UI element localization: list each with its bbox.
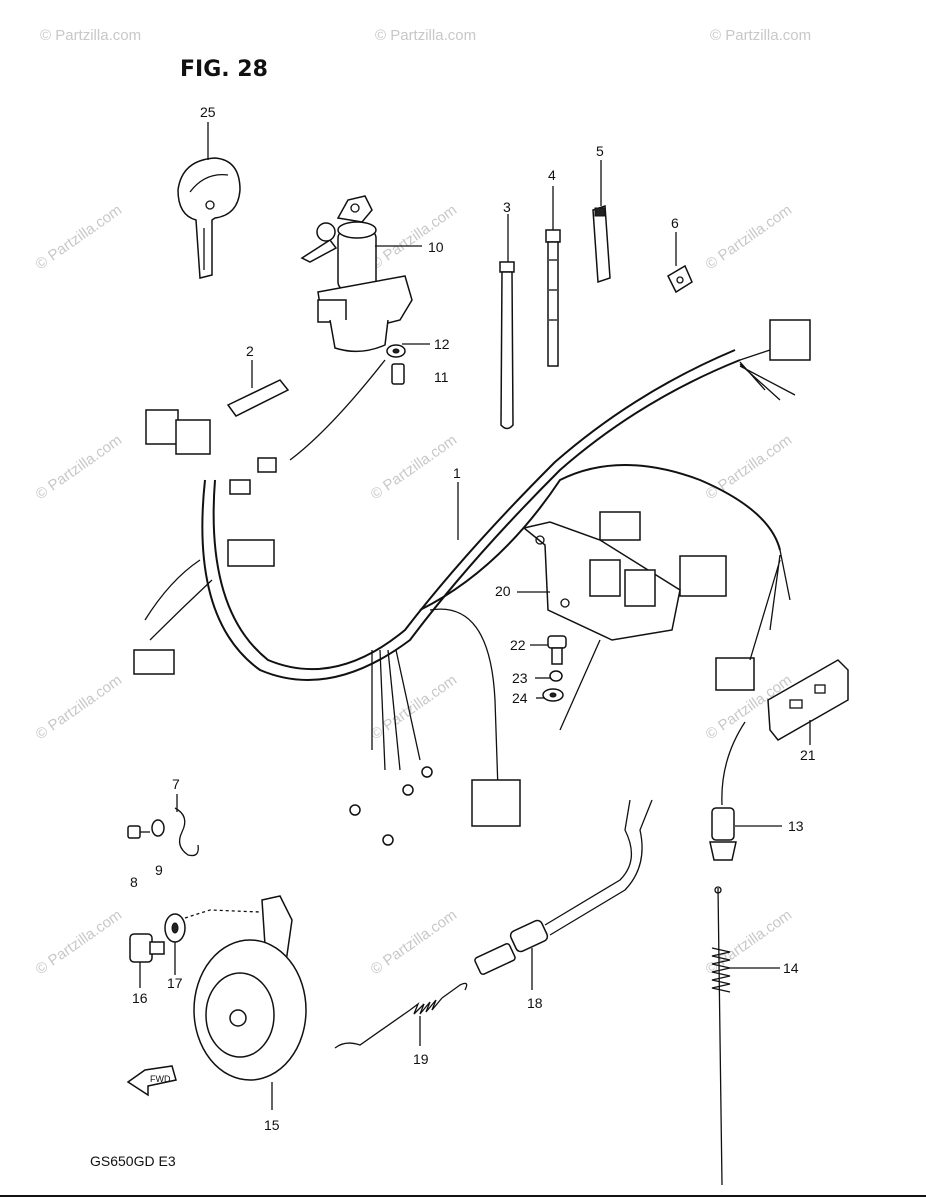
- watermark-text: © Partzilla.com: [368, 431, 461, 503]
- callout-6: 6: [671, 215, 679, 231]
- part-24-washer[interactable]: [542, 688, 564, 702]
- callout-20: 20: [495, 583, 511, 599]
- part-15-horn[interactable]: [193, 895, 307, 1081]
- callout-23: 23: [512, 670, 528, 686]
- callout-25: 25: [200, 104, 216, 120]
- leader-line: [559, 639, 601, 731]
- part-5-band[interactable]: [592, 204, 611, 284]
- callout-12: 12: [434, 336, 450, 352]
- callout-17: 17: [167, 975, 183, 991]
- callout-labels: 25 10 12 11 3 4 5 6 2 1 20 22 23 24 21 1…: [130, 104, 816, 1133]
- callout-16: 16: [132, 990, 148, 1006]
- part-18-switch[interactable]: [474, 799, 653, 975]
- callout-15: 15: [264, 1117, 280, 1133]
- watermark-text: © Partzilla.com: [375, 27, 476, 44]
- part-19-spring[interactable]: [334, 982, 468, 1049]
- callout-10: 10: [428, 239, 444, 255]
- part-2-clip[interactable]: [226, 379, 290, 417]
- part-1-wiring-harness[interactable]: [133, 319, 811, 846]
- part-12-washer[interactable]: [386, 344, 406, 358]
- callout-4: 4: [548, 167, 556, 183]
- callout-1: 1: [453, 465, 461, 481]
- watermark-text: © Partzilla.com: [40, 27, 141, 44]
- part-25-key[interactable]: [177, 157, 241, 279]
- part-14-rod-spring[interactable]: [711, 886, 731, 1186]
- callout-9: 9: [155, 862, 163, 878]
- callout-21: 21: [800, 747, 816, 763]
- callout-14: 14: [783, 960, 799, 976]
- fwd-label: FWD: [150, 1074, 171, 1084]
- part-7-clamp[interactable]: [174, 807, 199, 857]
- part-20-bracket[interactable]: [522, 521, 681, 641]
- part-17-washer[interactable]: [164, 913, 186, 943]
- callout-18: 18: [527, 995, 543, 1011]
- part-8-screw[interactable]: [127, 825, 150, 839]
- callout-22: 22: [510, 637, 526, 653]
- part-21-plate[interactable]: [767, 659, 849, 741]
- leader-line: [184, 909, 261, 919]
- part-16-bolt[interactable]: [129, 933, 165, 963]
- watermark-text: © Partzilla.com: [703, 201, 796, 273]
- watermark-text: © Partzilla.com: [368, 906, 461, 978]
- watermark-text: © Partzilla.com: [33, 201, 126, 273]
- watermark-layer: © Partzilla.com © Partzilla.com © Partzi…: [33, 27, 812, 978]
- fwd-arrow-icon: FWD: [126, 1065, 177, 1097]
- figure-title: FIG. 28: [180, 57, 268, 82]
- callout-7: 7: [172, 776, 180, 792]
- callout-19: 19: [413, 1051, 429, 1067]
- part-11-bolt[interactable]: [391, 363, 405, 385]
- callout-5: 5: [596, 143, 604, 159]
- part-4-strap[interactable]: [545, 229, 561, 367]
- callout-2: 2: [246, 343, 254, 359]
- callout-13: 13: [788, 818, 804, 834]
- leader-lines: [139, 122, 811, 1110]
- part-9-washer[interactable]: [151, 819, 165, 837]
- part-22-bolt[interactable]: [547, 635, 567, 665]
- watermark-text: © Partzilla.com: [710, 27, 811, 44]
- watermark-text: © Partzilla.com: [368, 201, 461, 273]
- watermark-text: © Partzilla.com: [33, 671, 126, 743]
- watermark-text: © Partzilla.com: [33, 906, 126, 978]
- part-10-ignition-switch[interactable]: [300, 195, 413, 353]
- watermark-text: © Partzilla.com: [703, 431, 796, 503]
- callout-8: 8: [130, 874, 138, 890]
- watermark-text: © Partzilla.com: [33, 431, 126, 503]
- part-6-clip[interactable]: [667, 264, 693, 294]
- callout-3: 3: [503, 199, 511, 215]
- part-3-cable-tie[interactable]: [499, 261, 515, 430]
- callout-11: 11: [434, 369, 449, 385]
- part-23-lock-washer[interactable]: [549, 670, 563, 682]
- callout-24: 24: [512, 690, 528, 706]
- model-code: GS650GD E3: [90, 1153, 176, 1169]
- part-13-switch[interactable]: [709, 721, 746, 861]
